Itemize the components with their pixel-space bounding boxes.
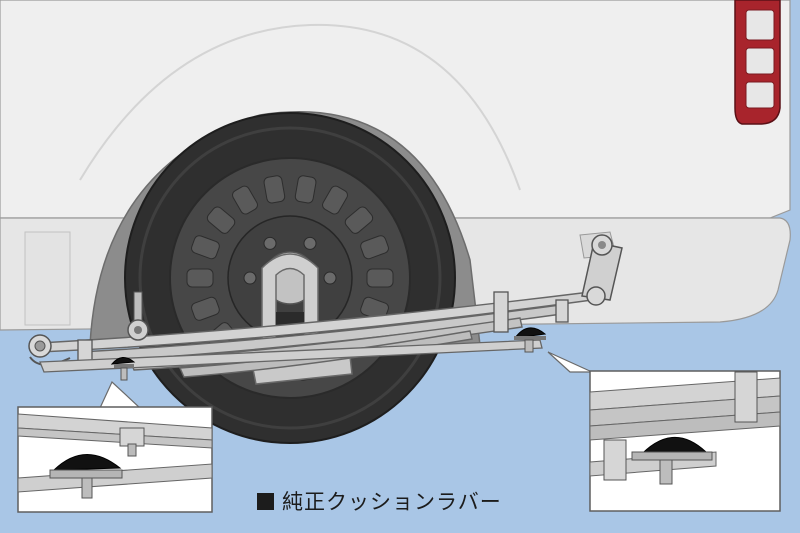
wheel-hole — [322, 185, 348, 215]
caption-cushion-rubber: 純正クッションラバー — [257, 487, 502, 515]
cushion-rubber-rear — [513, 327, 547, 353]
tail-light — [734, 0, 781, 125]
wheel-hole — [344, 206, 374, 234]
wheel-hole — [186, 268, 214, 288]
wheel-hole — [191, 296, 220, 321]
wheel-hole — [294, 175, 317, 204]
wheel-hole — [191, 235, 220, 260]
rear-wheel — [124, 112, 456, 444]
wheel-hole — [360, 235, 389, 260]
lug-nut — [323, 271, 337, 285]
detail-inset-front — [17, 406, 213, 513]
wheel-hole — [206, 206, 236, 234]
frame-rail — [39, 339, 543, 373]
spring-shackle — [581, 234, 623, 306]
callout-pointer-right — [547, 351, 593, 373]
wheel-hole — [232, 185, 258, 215]
wheel-hole — [263, 175, 286, 204]
caption-bullet-square — [257, 492, 274, 510]
lug-nut — [303, 236, 317, 250]
lug-nut — [263, 236, 277, 250]
caption-text: 純正クッションラバー — [282, 490, 502, 514]
detail-inset-rear — [589, 370, 781, 512]
shock-absorber-mount — [127, 291, 149, 341]
cushion-rubber-front — [110, 357, 136, 381]
wheel-hole — [366, 268, 394, 288]
spring-clamp-rear — [493, 291, 509, 333]
lug-nut — [243, 271, 257, 285]
